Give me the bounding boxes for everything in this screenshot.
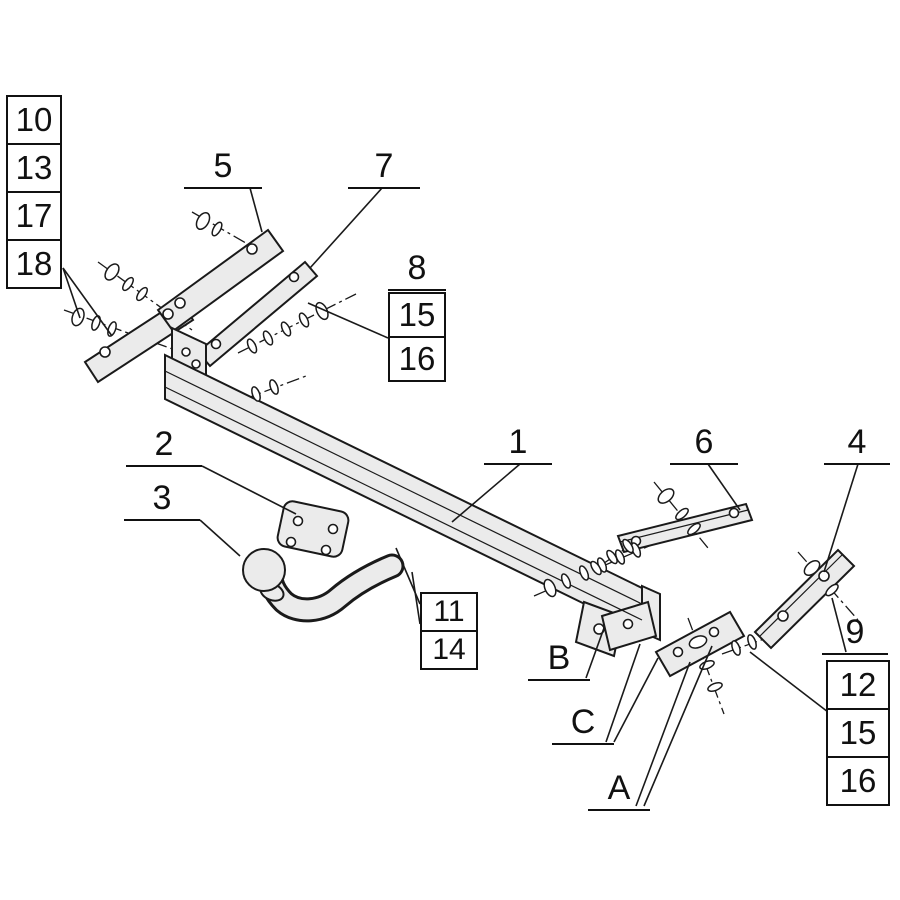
callout-7: 7	[348, 146, 420, 189]
callout-8: 8	[388, 248, 446, 291]
tow-ball	[242, 548, 286, 592]
callout-4: 4	[824, 422, 890, 465]
callout-10: 10	[8, 97, 60, 145]
callout-A: A	[588, 768, 650, 811]
top-bracket-bar	[156, 228, 285, 333]
towball-assembly	[242, 500, 405, 623]
callout-2: 2	[126, 424, 202, 467]
callout-6: 6	[670, 422, 738, 465]
callout-18: 18	[8, 241, 60, 287]
main-beam	[164, 353, 643, 634]
callout-stack-mid: 15 16	[388, 292, 446, 382]
callout-stack-right: 12 15 16	[826, 660, 890, 806]
callout-stack-11-14: 11 14	[420, 592, 478, 670]
leader-lines	[62, 187, 859, 807]
callout-5: 5	[184, 146, 262, 189]
right-upper-bar	[616, 502, 754, 554]
washer	[211, 221, 223, 237]
callout-9: 9	[822, 612, 888, 655]
callout-11: 11	[422, 594, 476, 632]
parts	[83, 228, 856, 678]
callout-16: 16	[390, 338, 444, 380]
callout-15: 15	[390, 294, 444, 338]
callout-stack-left: 10 13 17 18	[6, 95, 62, 289]
callout-16b: 16	[828, 758, 888, 804]
callout-17: 17	[8, 193, 60, 241]
callout-B: B	[528, 638, 590, 681]
callout-13: 13	[8, 145, 60, 193]
callout-1: 1	[484, 422, 552, 465]
ball-plate	[276, 500, 350, 558]
callout-15b: 15	[828, 710, 888, 758]
callout-C: C	[552, 702, 614, 745]
callout-14: 14	[422, 632, 476, 668]
fasteners	[71, 211, 839, 692]
bolt	[195, 211, 211, 231]
callout-3: 3	[124, 478, 200, 521]
callout-12: 12	[828, 662, 888, 710]
